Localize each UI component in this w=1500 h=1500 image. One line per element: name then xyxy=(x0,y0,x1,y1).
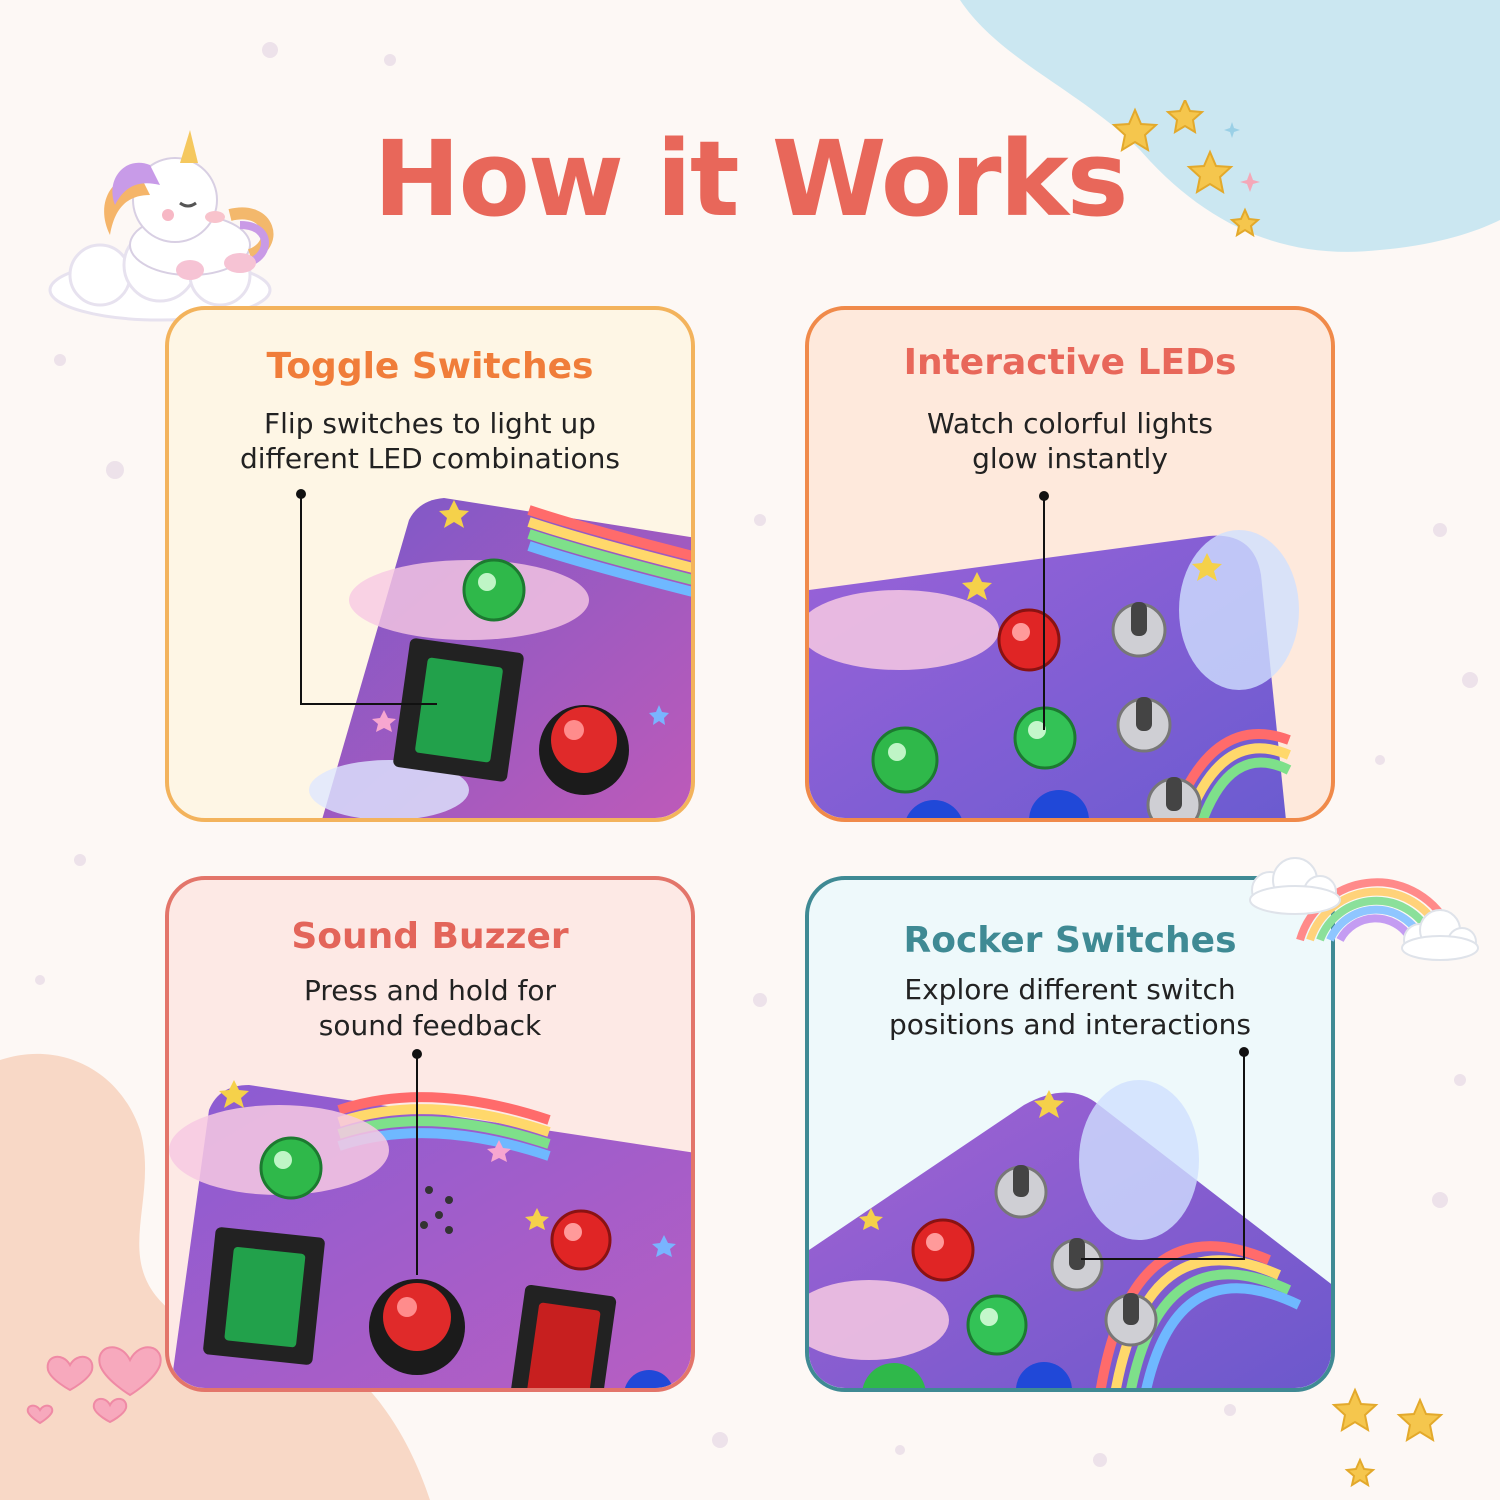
heart-icon xyxy=(26,1346,162,1425)
card-heading: Sound Buzzer xyxy=(291,916,569,957)
card-line-1: Press and hold for xyxy=(304,974,556,1007)
rainbow-cloud-icon xyxy=(1249,857,1479,961)
toggle-switches-card: Toggle Switches Flip switches to light u… xyxy=(165,306,695,822)
card-line-2: glow instantly xyxy=(972,442,1168,475)
card-line-1: Explore different switch xyxy=(904,973,1236,1006)
page-title: How it Works xyxy=(373,118,1128,240)
card-line-2: positions and interactions xyxy=(889,1008,1251,1041)
card-heading: Rocker Switches xyxy=(903,920,1237,961)
unicorn-on-cloud-icon xyxy=(48,130,274,322)
rocker-switches-card: Rocker Switches Explore different switch… xyxy=(805,876,1335,1392)
star-icon xyxy=(1331,1387,1444,1488)
interactive-leds-card: Interactive LEDs Watch colorful lights g… xyxy=(805,306,1335,822)
card-line-2: sound feedback xyxy=(318,1009,542,1042)
card-heading: Interactive LEDs xyxy=(903,342,1237,383)
star-icon xyxy=(1111,100,1261,238)
card-line-1: Flip switches to light up xyxy=(264,407,596,440)
card-line-1: Watch colorful lights xyxy=(927,407,1213,440)
card-heading: Toggle Switches xyxy=(266,346,594,387)
busy-board-photo xyxy=(809,530,1299,818)
busy-board-photo xyxy=(169,1080,691,1388)
sound-buzzer-card: Sound Buzzer Press and hold for sound fe… xyxy=(165,876,695,1392)
card-line-2: different LED combinations xyxy=(239,442,621,475)
